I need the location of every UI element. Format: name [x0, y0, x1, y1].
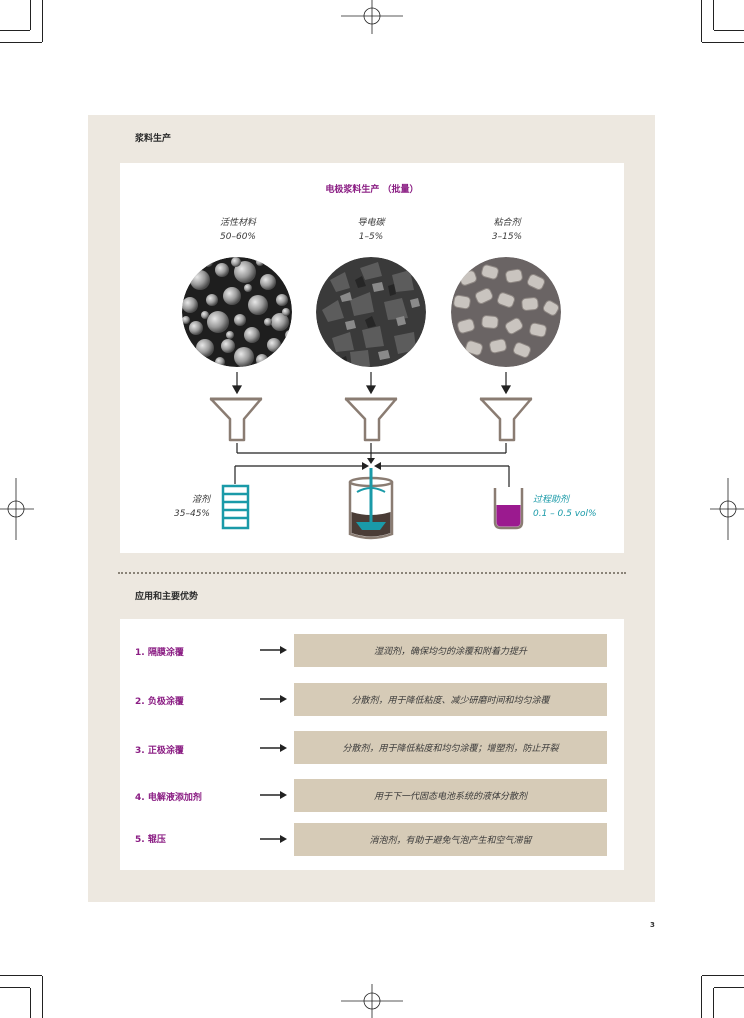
connector-lines — [234, 443, 510, 487]
arrow-right-icon — [260, 744, 287, 752]
connector-arrowheads — [362, 458, 381, 470]
advantage-description: 消泡剂，有助于避免气泡产生和空气滞留 — [294, 823, 607, 856]
advantage-name: 1. 隔膜涂覆 — [135, 648, 184, 658]
solvent-label: 溶剂 35–45% — [160, 493, 210, 521]
advantage-description: 分散剂，用于降低粘度、减少研磨时间和均匀涂覆 — [294, 683, 607, 716]
ingredient-binder: 粘合剂 3–15% — [452, 216, 562, 244]
ingredient-name: 活性材料 — [219, 218, 256, 228]
advantage-name: 3. 正极涂覆 — [135, 746, 184, 756]
binder-photo — [451, 257, 561, 367]
active-material-photo — [182, 257, 292, 367]
process-aid-label: 过程助剂 0.1 – 0.5 vol% — [533, 493, 623, 521]
process-aid-pct: 0.1 – 0.5 vol% — [533, 509, 597, 519]
arrow-right-icon — [260, 695, 287, 703]
section-title-applications: 应用和主要优势 — [135, 592, 199, 602]
arrow-right-icon — [260, 646, 287, 654]
ingredient-name: 粘合剂 — [493, 218, 521, 228]
section-divider — [118, 572, 626, 574]
advantage-description: 湿润剂，确保均匀的涂覆和附着力提升 — [294, 634, 607, 667]
arrow-right-icon — [260, 791, 287, 799]
conductive-carbon-photo — [316, 257, 426, 367]
solvent-container — [221, 484, 250, 530]
process-aid-name: 过程助剂 — [533, 495, 570, 505]
section-title-slurry: 浆料生产 — [135, 134, 172, 144]
advantage-name: 5. 辊压 — [135, 835, 166, 845]
solvent-pct: 35–45% — [174, 509, 210, 519]
down-arrows — [231, 372, 512, 395]
page-number: 3 — [650, 921, 655, 929]
ingredient-pct: 1–5% — [358, 232, 384, 242]
advantage-name: 2. 负极涂覆 — [135, 697, 184, 707]
arrow-right-icon — [260, 835, 287, 843]
mixer — [348, 468, 394, 540]
ingredient-name: 导电碳 — [357, 218, 385, 228]
advantage-description: 分散剂，用于降低粘度和均匀涂覆；增塑剂，防止开裂 — [294, 731, 607, 764]
ingredient-pct: 3–15% — [491, 232, 523, 242]
solvent-name: 溶剂 — [191, 495, 210, 505]
process-aid-beaker — [493, 488, 524, 530]
ingredient-active-material: 活性材料 50–60% — [183, 216, 293, 244]
advantage-name: 4. 电解液添加剂 — [135, 793, 202, 803]
funnels — [209, 397, 533, 442]
diagram-title: 电极浆料生产 （批量） — [325, 185, 419, 195]
advantage-description: 用于下一代固态电池系统的液体分散剂 — [294, 779, 607, 812]
ingredient-pct: 50–60% — [220, 232, 256, 242]
ingredient-conductive-carbon: 导电碳 1–5% — [316, 216, 426, 244]
